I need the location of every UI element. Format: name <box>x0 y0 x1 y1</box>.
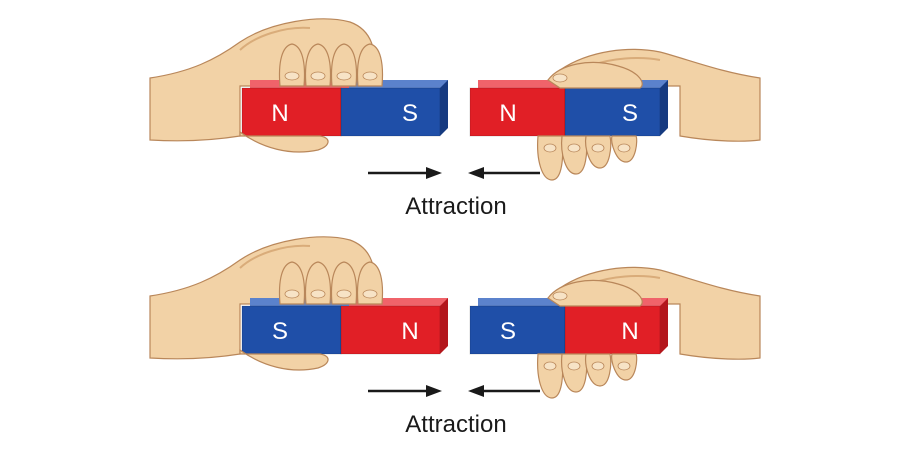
fingernail <box>284 289 300 299</box>
fingernail <box>543 361 557 371</box>
right-hand-fingers <box>537 279 643 399</box>
right-magnet-right-pole-label: S <box>622 100 638 127</box>
right-magnet-right-pole-label: N <box>621 318 638 345</box>
right-finger <box>561 135 588 175</box>
right-finger <box>561 353 588 393</box>
left-magnet: S N <box>241 298 448 355</box>
left-magnet-right-pole-label: S <box>402 100 418 127</box>
left-hand-fingers <box>239 261 384 371</box>
caption-attraction: Attraction <box>405 193 506 220</box>
fingernail <box>567 361 581 371</box>
fingernail <box>617 143 631 153</box>
left-thumb <box>239 130 329 153</box>
fingernail <box>617 361 631 371</box>
row-top: N S N S Attraction <box>149 18 761 220</box>
fingernail <box>543 143 557 153</box>
fingernail <box>310 289 326 299</box>
right-finger <box>537 353 564 399</box>
caption-attraction: Attraction <box>405 411 506 438</box>
right-finger <box>537 135 564 181</box>
fingernail <box>552 73 568 83</box>
right-magnet-left-pole-label: N <box>499 100 516 127</box>
fingernail <box>591 143 605 153</box>
left-magnet-left-pole-label: S <box>272 318 288 345</box>
right-hand-fingers <box>537 61 643 181</box>
fingernail <box>284 71 300 81</box>
left-magnet-left-pole-label: N <box>271 100 288 127</box>
row-bottom: S N S N Attraction <box>149 236 761 438</box>
fingernail <box>591 361 605 371</box>
fingernail <box>362 289 378 299</box>
arrow-right-icon <box>368 167 442 179</box>
arrow-left-icon <box>468 385 540 397</box>
fingernail <box>336 289 352 299</box>
left-magnet: N S <box>241 80 448 137</box>
arrow-left-icon <box>468 167 540 179</box>
fingernail <box>310 71 326 81</box>
fingernail <box>552 291 568 301</box>
right-thumb <box>547 279 643 307</box>
fingernail <box>336 71 352 81</box>
left-magnet-right-pole-label: N <box>401 318 418 345</box>
arrow-right-icon <box>368 385 442 397</box>
fingernail <box>567 143 581 153</box>
left-thumb <box>239 348 329 371</box>
left-hand-fingers <box>239 43 384 153</box>
right-thumb <box>547 61 643 89</box>
right-magnet-left-pole-label: S <box>500 318 516 345</box>
fingernail <box>362 71 378 81</box>
